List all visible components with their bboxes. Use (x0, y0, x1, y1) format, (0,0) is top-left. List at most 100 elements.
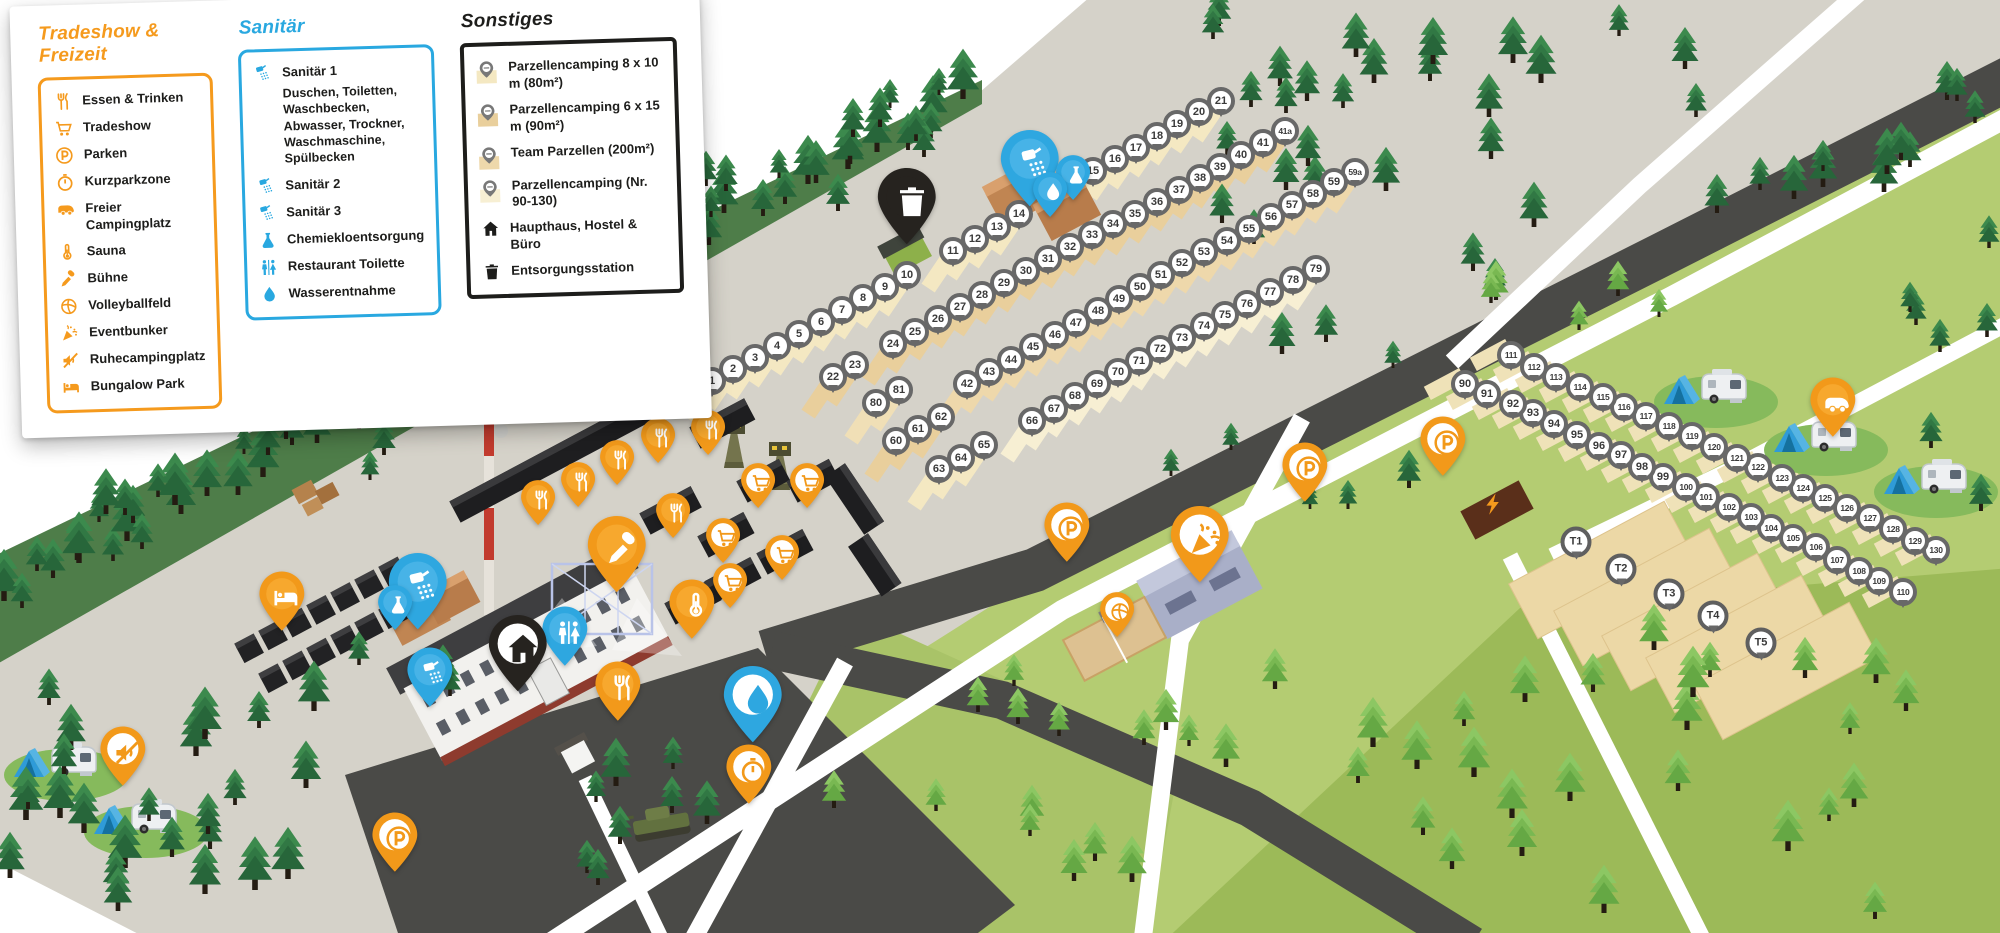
camper-icon (56, 200, 76, 220)
house-icon (481, 219, 501, 239)
legend-item-label: Sanitär 1 (281, 62, 338, 80)
legend-item: Entsorgungsstation (482, 258, 668, 281)
legend-item-label: Team Parzellen (200m²) (510, 140, 655, 160)
caravan (1921, 458, 1967, 495)
shower-icon (253, 64, 273, 84)
legend-item: Sanitär 1 Duschen, Toiletten, Waschbecken… (253, 60, 422, 169)
legend-section-title: Tradeshow & Freizeit (37, 20, 160, 67)
bed-icon (61, 377, 81, 397)
food-icon (53, 92, 73, 112)
clock-icon (55, 173, 75, 193)
plot-pin-icon (477, 102, 500, 127)
bungalow-container (282, 650, 312, 681)
legend-item-label: Chemiekloentsorgung (286, 227, 425, 247)
legend-item-label: Kurzparkzone (84, 170, 171, 189)
legend-item: Volleyballfeld (59, 294, 204, 316)
legend-item: Restaurant Toilette (259, 255, 426, 278)
legend-item-label: Parzellencamping (Nr. 90-130) (511, 173, 648, 210)
mute-icon (61, 350, 81, 370)
legend-item-label: Tradeshow (82, 117, 152, 135)
legend-item-label: Parken (83, 145, 128, 162)
wc-icon (259, 258, 279, 278)
legend-item-sublabel: Duschen, Toiletten, Waschbecken, Abwasse… (282, 83, 405, 166)
legend-item: Kurzparkzone (55, 170, 200, 192)
legend-item: Sanitär 2 (256, 174, 423, 197)
shower-icon (257, 204, 277, 224)
legend-item: Parzellencamping 8 x 10 m (80m²) (476, 54, 662, 93)
strom-patch (1460, 480, 1534, 540)
party-icon (60, 323, 80, 343)
caravan (1701, 368, 1747, 405)
cart-icon (54, 119, 74, 139)
legend-item-label: Sanitär 2 (285, 176, 341, 193)
bungalow-container (258, 663, 288, 694)
legend-item-label: Freier Campingplatz (85, 199, 172, 233)
legend-item-label: Parzellencamping 8 x 10 m (80m²) (508, 54, 659, 91)
legend-item: Parken (55, 143, 200, 165)
legend-item: Haupthaus, Hostel & Büro (481, 216, 667, 255)
legend-item: Essen & Trinken (53, 89, 198, 111)
legend-item: Wasserentnahme (259, 282, 426, 305)
legend-item-label: Entsorgungsstation (511, 259, 635, 278)
legend-item: Team Parzellen (200m²) (478, 140, 665, 170)
bungalow-container (234, 633, 264, 664)
legend-item: Bühne (58, 267, 203, 289)
bungalow-container (354, 612, 384, 642)
legend-item: Chemiekloentsorgung (258, 228, 425, 251)
legend-item-label: Ruhecampingplatz (89, 347, 206, 367)
legend-item-label: Parzellencamping 6 x 15 m (90m²) (509, 97, 660, 134)
legend-box: Parzellencamping 8 x 10 m (80m²) Parzelle… (459, 36, 685, 300)
tradeshow-container (848, 533, 902, 597)
mic-icon (58, 268, 78, 289)
legend-item-label: Bungalow Park (90, 375, 185, 394)
legend-item: Ruhecampingplatz (61, 348, 206, 370)
legend-item: Freier Campingplatz (56, 197, 202, 235)
legend-item-label: Bühne (87, 268, 129, 286)
legend-section-title: Sanitär (238, 15, 305, 39)
trash-icon (482, 262, 502, 282)
legend-item-label: Sanitär 3 (285, 203, 342, 220)
main-road (758, 58, 2000, 674)
legend-item-label: Wasserentnahme (288, 282, 396, 301)
legend-item-label: Sauna (86, 242, 126, 259)
bungalow-container (306, 637, 336, 668)
volleyball-icon (59, 296, 79, 316)
legend-item-label: Essen & Trinken (81, 89, 184, 108)
legend-section-title: Sonstiges (460, 8, 554, 33)
bungalow-container (330, 582, 360, 612)
tradeshow-container (825, 463, 885, 535)
south-road (767, 631, 1482, 933)
shower-icon (256, 177, 276, 197)
drop-icon (259, 285, 279, 305)
legend-box: Sanitär 1 Duschen, Toiletten, Waschbecken… (237, 44, 442, 321)
tradeshow-container (449, 395, 660, 523)
caravan (1811, 416, 1857, 453)
bungalow-container (306, 594, 336, 625)
legend-item-label: Haupthaus, Hostel & Büro (509, 216, 638, 253)
bungalow-container (354, 569, 384, 600)
legend-item: Sanitär 3 (257, 201, 424, 224)
gatehouse (554, 732, 596, 774)
legend-item: Eventbunker (60, 321, 205, 343)
parking-lot (345, 648, 1015, 933)
legend-item: Bungalow Park (61, 375, 206, 397)
legend-item: Parzellencamping (Nr. 90-130) (479, 173, 666, 212)
flask-icon (258, 231, 278, 251)
legend-item: Sauna (57, 240, 202, 262)
plot-pin-icon (476, 59, 499, 84)
legend-item-label: Volleyballfeld (88, 294, 172, 313)
legend-item-label: Restaurant Toilette (287, 255, 405, 274)
legend-item: Parzellencamping 6 x 15 m (90m²) (477, 97, 663, 136)
plot-pin-icon (478, 145, 502, 170)
parking-icon (55, 146, 75, 166)
bungalow-container (330, 624, 360, 655)
legend-item: Tradeshow (54, 116, 199, 138)
legend-item-label: Eventbunker (88, 321, 169, 340)
sauna-icon (57, 242, 77, 262)
